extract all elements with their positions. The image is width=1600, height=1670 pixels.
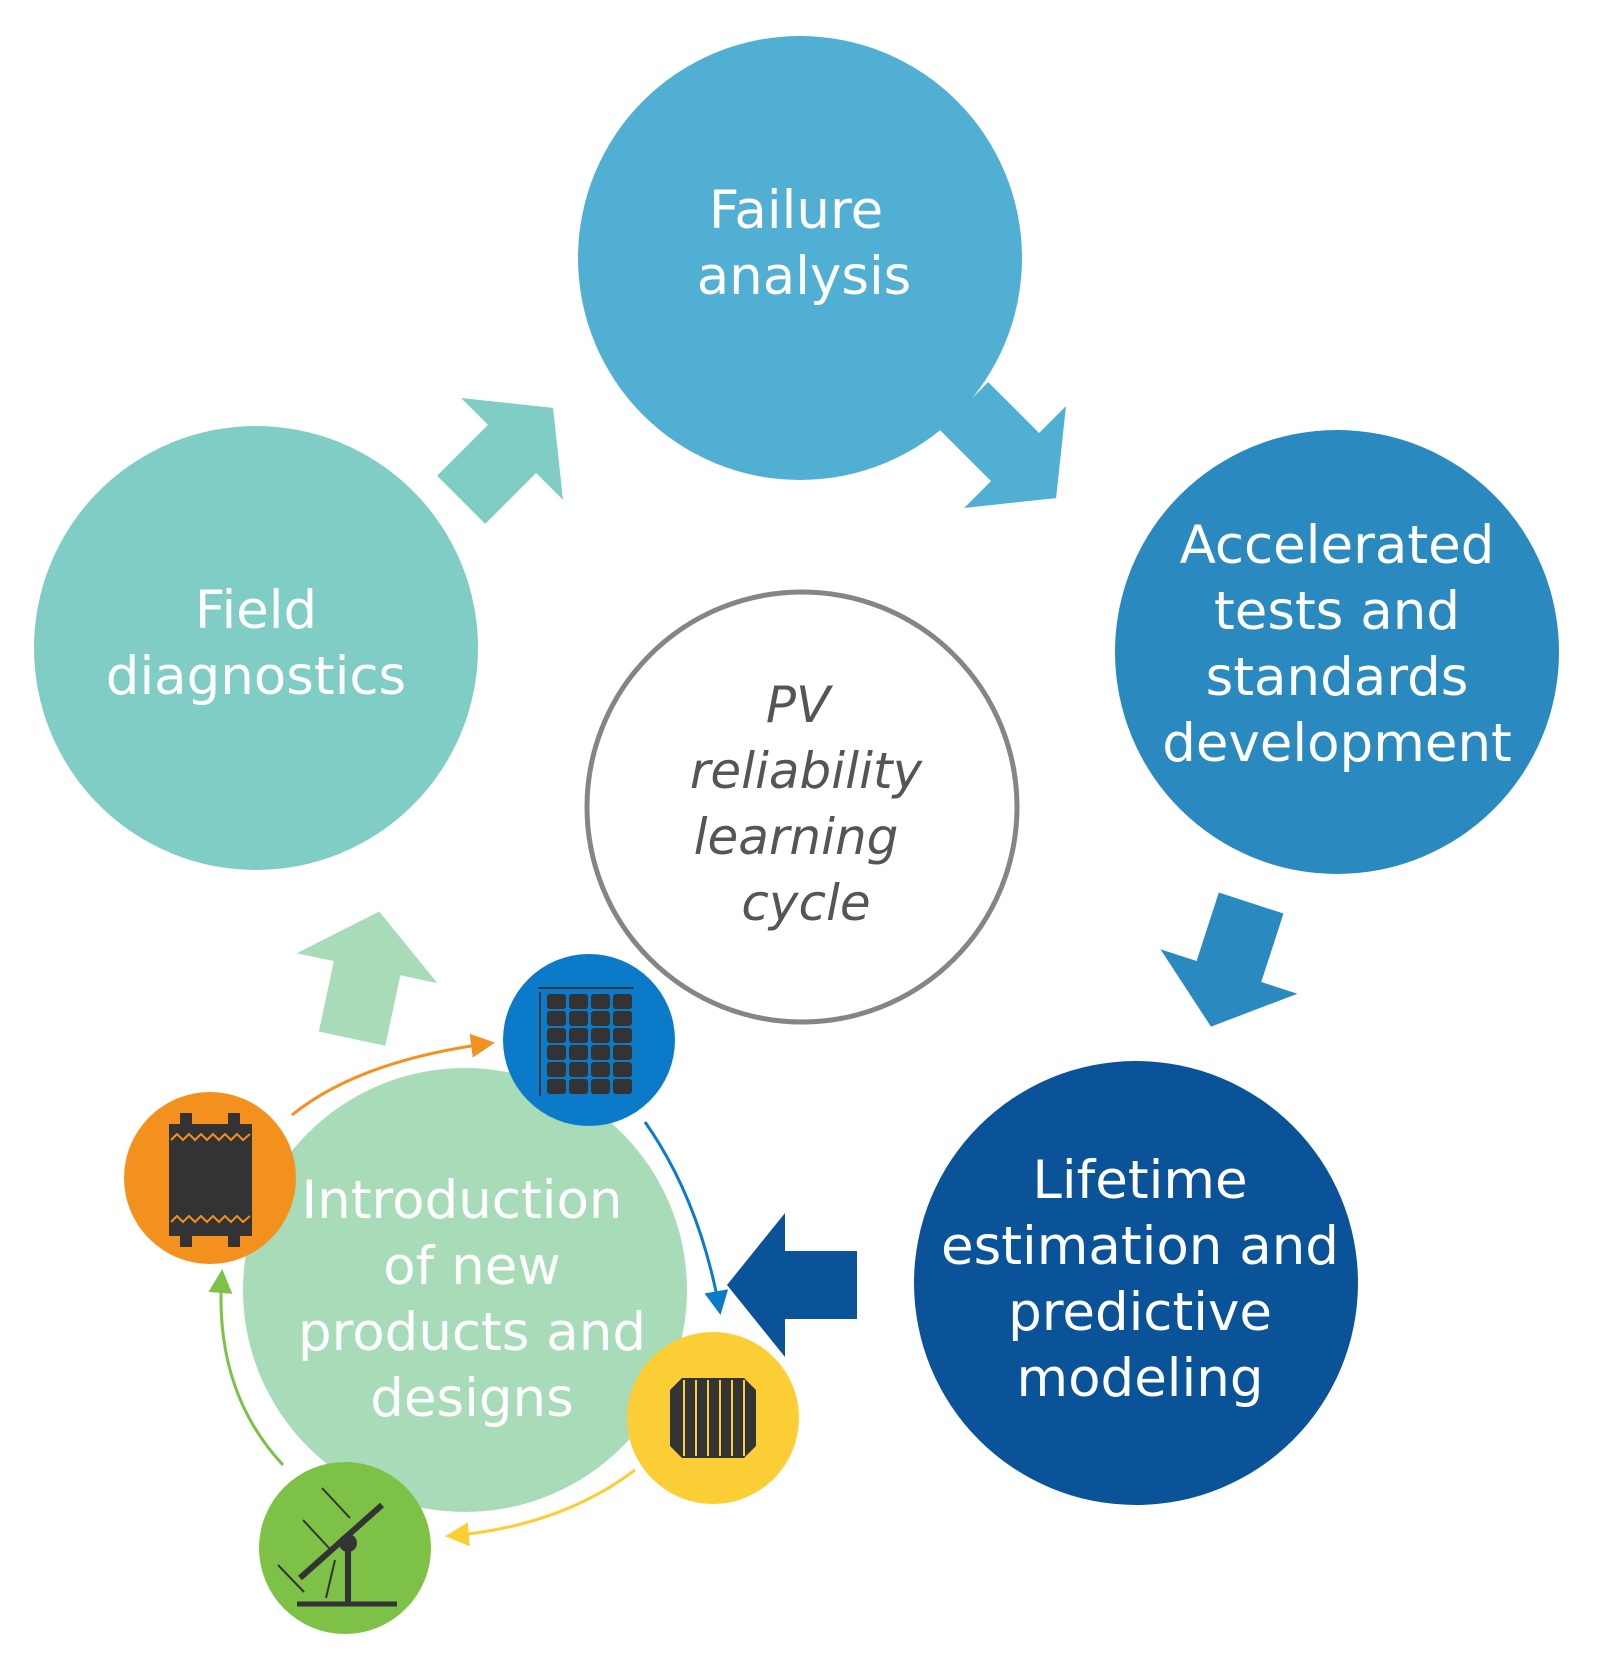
module-cell — [547, 1028, 566, 1043]
module-cell — [591, 1079, 610, 1094]
mini-arrow-blue — [643, 1121, 729, 1315]
arrow-field-to-failure — [437, 398, 563, 524]
module-cell — [613, 1079, 632, 1094]
lifetime-label-line-2: estimation and — [941, 1216, 1339, 1277]
module-cell — [547, 1011, 566, 1026]
center-title-line-4: cycle — [741, 874, 870, 932]
module-cell — [547, 1079, 566, 1094]
module-cell — [591, 1045, 610, 1060]
field-diagnostics-circle — [34, 426, 478, 870]
center-title-line-1: PV — [766, 676, 834, 734]
mini-arrow-orange — [291, 1033, 495, 1117]
module-cell — [569, 1028, 588, 1043]
module-cell — [547, 1045, 566, 1060]
failure-analysis-circle — [578, 36, 1022, 480]
module-cell — [569, 994, 588, 1009]
new-products-label-line-4: designs — [370, 1368, 573, 1429]
accelerated-tests-label-line-1: Accelerated — [1180, 515, 1495, 576]
field-diagnostics-label-line-1: Field — [195, 580, 317, 641]
module-cell — [613, 1028, 632, 1043]
accelerated-tests-label-line-3: standards — [1206, 647, 1469, 708]
module-cell — [613, 1062, 632, 1077]
module-cell — [591, 1062, 610, 1077]
new-products-label-line-2: of new — [383, 1236, 560, 1297]
module-cell — [569, 1011, 588, 1026]
mini-arrow-yellow — [445, 1468, 636, 1547]
solar-module-icon — [503, 954, 675, 1126]
encapsulated-module-icon — [124, 1092, 296, 1264]
new-products-label-line-3: products and — [298, 1302, 646, 1363]
solar-tracker-icon — [259, 1462, 431, 1634]
accelerated-tests-label-line-4: development — [1162, 713, 1512, 774]
arrow-products-to-field — [296, 911, 438, 1046]
failure-analysis-label-line-1: Failure — [709, 180, 883, 241]
arrow-accel-to-lifetime — [1160, 892, 1298, 1027]
module-cell — [591, 994, 610, 1009]
center-title-line-2: reliability — [690, 742, 924, 800]
module-cell — [613, 1011, 632, 1026]
module-cell — [569, 1079, 588, 1094]
mini-arrow-green — [208, 1269, 285, 1467]
module-cell — [613, 994, 632, 1009]
center-title-line-3: learning — [694, 808, 899, 866]
module-cell — [547, 1062, 566, 1077]
center-circle — [584, 589, 1020, 1025]
new-products-label-line-1: Introduction — [302, 1170, 623, 1231]
accelerated-tests-circle — [1115, 430, 1559, 874]
module-cell — [591, 1011, 610, 1026]
arrow-lifetime-to-products — [727, 1213, 857, 1357]
module-cell — [591, 1028, 610, 1043]
failure-analysis-label-line-2: analysis — [697, 246, 912, 307]
lifetime-label-line-1: Lifetime — [1032, 1150, 1247, 1211]
module-cell — [613, 1045, 632, 1060]
field-diagnostics-label-line-2: diagnostics — [106, 646, 406, 707]
lifetime-label-line-3: predictive — [1008, 1282, 1272, 1343]
solar-cell-icon — [627, 1332, 799, 1504]
module-cell — [569, 1045, 588, 1060]
lifetime-label-line-4: modeling — [1017, 1348, 1264, 1409]
lifetime-estimation-circle — [914, 1061, 1358, 1505]
accelerated-tests-label-line-2: tests and — [1214, 581, 1460, 642]
arrow-failure-to-accel — [940, 382, 1066, 508]
module-cell — [547, 994, 566, 1009]
new-products-circle — [243, 1068, 687, 1512]
module-cell — [569, 1062, 588, 1077]
